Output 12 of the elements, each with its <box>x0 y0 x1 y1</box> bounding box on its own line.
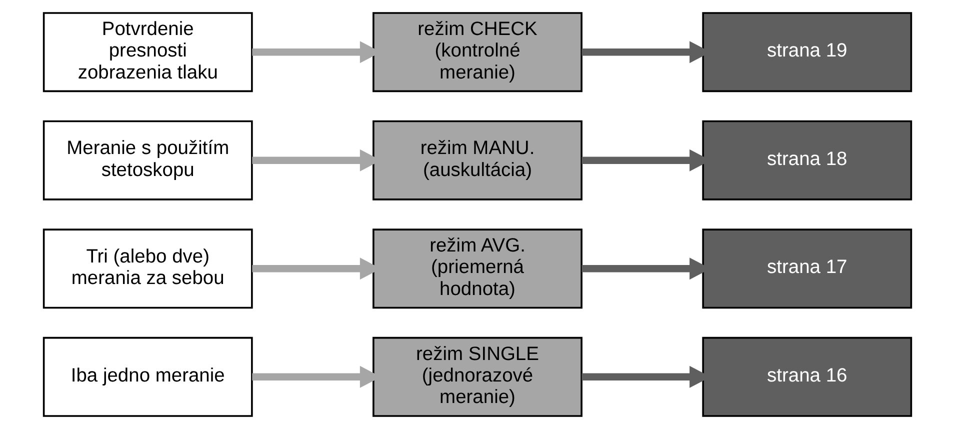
node-box: strana 19 <box>702 12 912 92</box>
node-box: Iba jedno meranie <box>42 336 252 417</box>
node-box: režim SINGLE (jednorazové meranie) <box>372 336 582 417</box>
node-box: strana 17 <box>702 228 912 309</box>
node-box: Meranie s použitím stetoskopu <box>42 120 252 200</box>
node-box: Potvrdenie presnosti zobrazenia tlaku <box>42 12 252 92</box>
node-box: strana 18 <box>702 120 912 200</box>
node-box: Tri (alebo dve) merania za sebou <box>42 228 252 309</box>
node-box: režim MANU. (auskultácia) <box>372 120 582 200</box>
node-box: strana 16 <box>702 336 912 417</box>
node-box: režim CHECK (kontrolné meranie) <box>372 12 582 92</box>
node-box: režim AVG. (priemerná hodnota) <box>372 228 582 309</box>
